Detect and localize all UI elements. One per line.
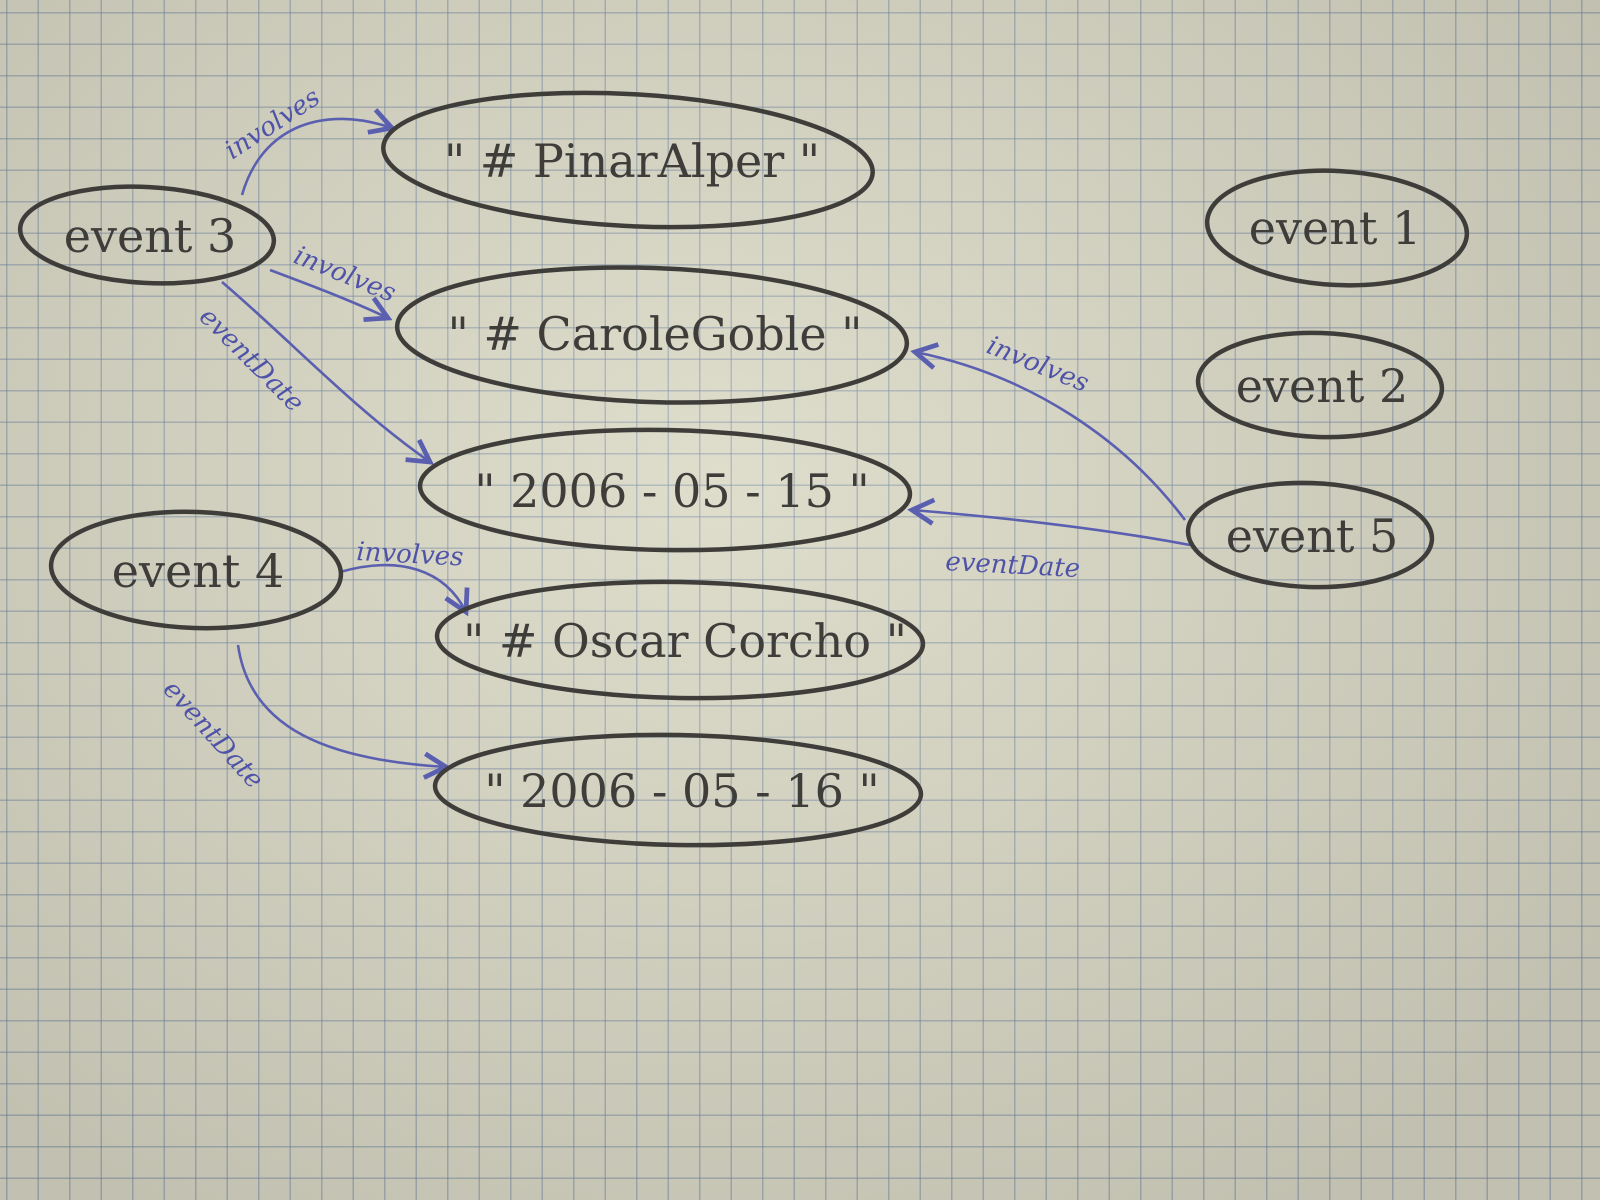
node-label: " 2006 - 05 - 15 " — [474, 464, 869, 518]
node-label: event 4 — [112, 544, 284, 598]
node-event-3: event 3 — [17, 184, 277, 286]
node-pinar-alper: " # PinarAlper " — [381, 90, 875, 230]
edge-label-involves: involves — [982, 331, 1093, 399]
node-event-4: event 4 — [48, 509, 344, 631]
node-label: event 1 — [1249, 201, 1421, 255]
edge-event3-involves-carole: involves — [269, 241, 400, 318]
node-label: " # PinarAlper " — [444, 134, 820, 188]
node-carole-goble: " # CaroleGoble " — [394, 265, 910, 405]
node-date-2006-05-16: " 2006 - 05 - 16 " — [432, 732, 924, 848]
edge-event3-involves-pinar: involves — [219, 82, 392, 196]
node-event-2: event 2 — [1195, 330, 1445, 440]
node-event-5: event 5 — [1185, 480, 1435, 590]
node-label: " # CaroleGoble " — [448, 307, 863, 361]
node-label: event 5 — [1226, 509, 1398, 563]
node-oscar-corcho: " # Oscar Corcho " — [434, 579, 926, 701]
edge-label-involves: involves — [356, 537, 465, 573]
edge-event5-involves-carole: involves — [915, 331, 1187, 521]
edge-event4-involves-oscar: involves — [339, 537, 466, 612]
edge-event4-eventdate-2006-05-16: eventDate — [157, 644, 446, 795]
edge-label-eventdate: eventDate — [193, 302, 310, 419]
edge-event3-eventdate-2006-05-15: eventDate — [193, 281, 430, 462]
edge-label-eventdate: eventDate — [945, 547, 1081, 584]
edge-event5-eventdate-2006-05-15: eventDate — [912, 510, 1191, 584]
node-label: " 2006 - 05 - 16 " — [484, 764, 879, 818]
node-label: event 2 — [1236, 359, 1408, 413]
node-date-2006-05-15: " 2006 - 05 - 15 " — [417, 427, 913, 553]
node-label: event 3 — [64, 209, 236, 263]
node-label: " # Oscar Corcho " — [463, 614, 907, 668]
node-event-1: event 1 — [1204, 168, 1470, 288]
edge-label-eventdate: eventDate — [157, 675, 270, 795]
